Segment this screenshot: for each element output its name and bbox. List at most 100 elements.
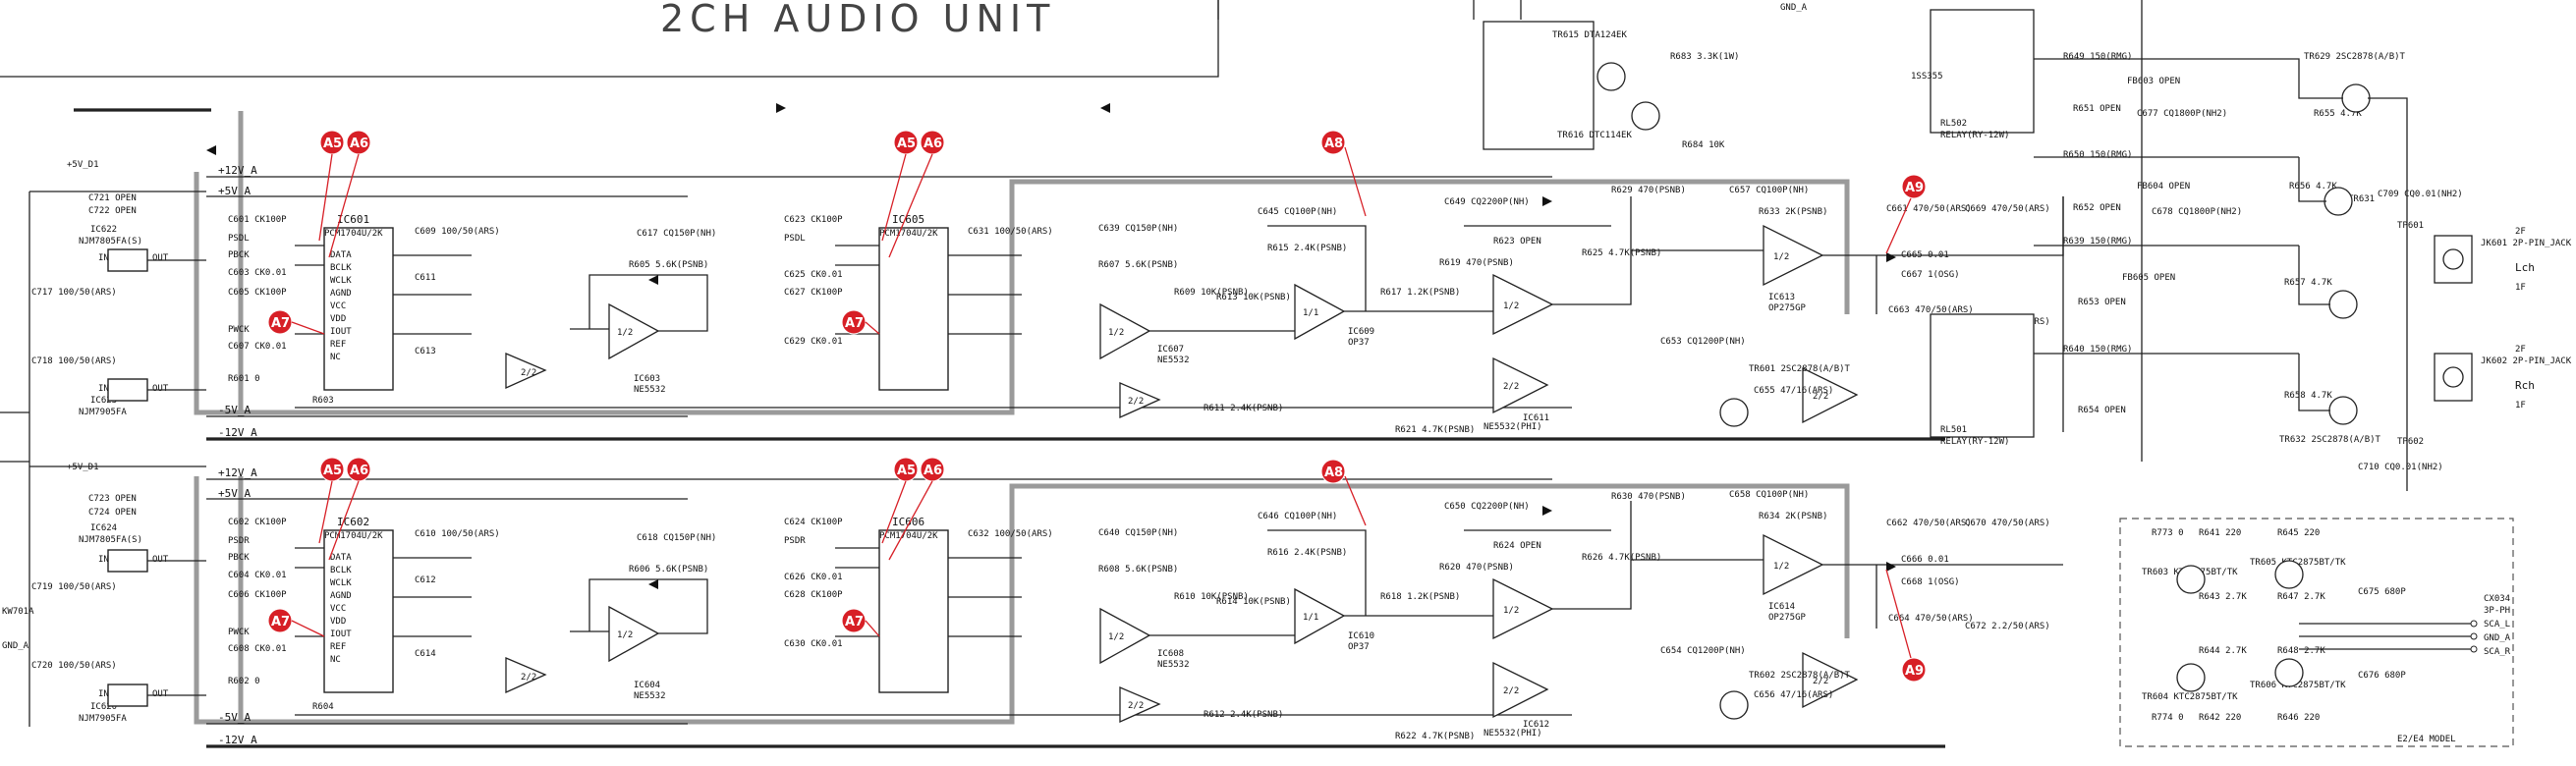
relay-output-wiring [2034,58,2408,491]
ic603-tag: 2/2 [521,368,536,378]
svg-text:A8: A8 [1324,137,1343,151]
tr632-symbol [2328,396,2358,425]
ic607-amp [1099,302,1151,360]
r651-label: R651 OPEN [2073,104,2121,114]
dac-ic-lower [323,529,394,693]
res-r616: R616 2.4K(PSNB) [1267,548,1347,558]
ic604-tag: 2/2 [521,673,536,683]
ic604-amp [505,657,547,694]
ic608b-amp [1119,686,1161,724]
ic612-ref: IC612 [1523,720,1549,730]
ic614-tag: 1/2 [1773,562,1789,572]
top-section: TR615 DTA124EK TR616 DTC114EK R683 3.3K(… [1483,0,2463,720]
c710-label: C710 CQ0.01(NH2) [2358,463,2443,472]
r647-label: R647 2.7K [2277,592,2325,602]
cap-c611: C611 [415,273,436,283]
jk601-ch: Lch [2515,261,2535,274]
fb603-label: FB603 OPEN [2127,77,2180,86]
cap-c670: C670 470/50(ARS) [1965,519,2050,528]
pin-iout-l: IOUT [330,629,352,639]
svg-text:A9: A9 [1905,181,1924,195]
ic608b-tag: 2/2 [1128,701,1144,711]
cap-c646: C646 CQ100P(NH) [1258,512,1337,521]
reg-in-1: IN [98,253,109,263]
tr605-label: TR605 KTC2875BT/TK [2250,558,2346,568]
r656-label: R656 4.7K [2289,182,2337,192]
pin-ref-l: REF [330,642,346,652]
res-r617: R617 1.2K(PSNB) [1380,288,1460,298]
cx034-pin2[interactable] [2470,632,2478,640]
ic612-amp [1492,577,1554,640]
tr601-symbol [1719,398,1749,427]
svg-text:A6: A6 [924,464,942,478]
reg-ic624-box [107,549,148,573]
cx034-pin3[interactable] [2470,645,2478,653]
cap-c601: C601 CK100P [228,215,287,225]
cap-c628: C628 CK100P [784,590,843,600]
cap-c672: C672 2.2/50(ARS) [1965,622,2050,631]
svg-text:A7: A7 [271,316,290,331]
c654-label: C654 CQ1200P(NH) [1660,646,1746,656]
tr632-label: TR632 2SC2878(A/B)T [2279,435,2381,445]
arrow-5 [1542,196,1552,206]
ic603b-tag: 1/2 [617,328,633,338]
cap-c657: C657 CQ100P(NH) [1729,186,1809,195]
svg-text:A7: A7 [845,615,864,629]
badges: A5 A6 A7 A5 A6 A7 A8 A9 A5 A6 A7 A5 A6 A… [267,130,1927,683]
cx034-pin1[interactable] [2470,620,2478,628]
r650-label: R650 150(RMG) [2063,150,2132,160]
ic614-part: OP275GP [1768,613,1807,623]
pin-psd-u2: PSDL [784,234,806,244]
pin-bclk-l: BCLK [330,566,352,575]
cap-c721: C721 OPEN [88,193,137,203]
ic607b-amp [1119,382,1161,419]
cap-c722: C722 OPEN [88,206,137,216]
c664-label: C664 470/50(ARS) [1888,614,1974,624]
tr615-label: TR615 DTA124EK [1552,30,1627,40]
ic604-ref: IC604 [634,681,660,690]
badge-a5-l2: A5 [893,457,919,482]
svg-text:A9: A9 [1905,664,1924,679]
reg-out-1: OUT [152,253,169,263]
res-r602: R602 0 [228,677,260,686]
tr631-symbol [2324,187,2353,216]
cap-c666: C666 0.01 [1901,555,1949,565]
badge-pointer-lines [291,146,1912,659]
jack-jk602-socket [2442,366,2464,388]
dac2-ref-u: IC605 [892,213,924,226]
pin-data-u: DATA [330,250,352,260]
badge-a6-u: A6 [346,130,371,155]
reg-ic623-ref: IC623 [90,396,117,406]
ic612b-amp [1492,661,1549,719]
tr602-label: TR602 2SC2878(A/B)T [1749,671,1851,681]
ic608-part: NE5532 [1157,660,1190,670]
badge-a9-l: A9 [1901,657,1927,683]
reg-ic622-part: NJM7805FA(S) [79,237,142,246]
c677-label: C677 CQ1800P(NH2) [2137,109,2227,119]
tr606-symbol [2274,658,2304,687]
badge-a7-u2: A7 [841,309,867,335]
channel-upper: +12V_A +5V_A -5V_A -12V_A IC601 PCM1704U… [194,111,2064,441]
badge-a9-u: A9 [1901,174,1927,199]
svg-text:A7: A7 [271,615,290,629]
kw-label: KW701A [2,607,34,617]
res-r612: R612 2.4K(PSNB) [1204,710,1283,720]
cap-c604: C604 CK0.01 [228,571,287,580]
cap-c649: C649 CQ2200P(NH) [1444,197,1530,207]
ic603b-amp [608,302,660,360]
cap-c650: C650 CQ2200P(NH) [1444,502,1530,512]
tr631-label: TR631 [2348,194,2375,204]
shaded-bus-upper [194,172,1850,415]
svg-text:A6: A6 [350,464,368,478]
svg-text:A6: A6 [350,137,368,151]
scal-label: SCA_L [2484,620,2510,629]
tr604-symbol [2176,663,2206,692]
tr633-symbol [2328,290,2358,319]
pin-vcc-u: VCC [330,301,346,311]
cap-c627: C627 CK100P [784,288,843,298]
cap-c630: C630 CK0.01 [784,639,843,649]
ic612-wiring [1415,501,1632,617]
ic607-tag: 1/2 [1108,328,1124,338]
cap-c626: C626 CK0.01 [784,573,843,582]
jk602-pin2: 2F [2515,345,2526,355]
